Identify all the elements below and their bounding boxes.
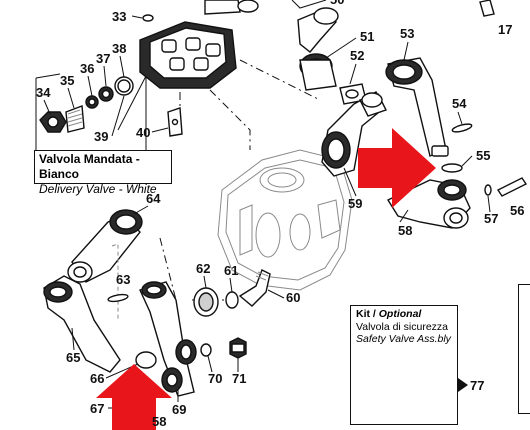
label-40: 40: [136, 125, 150, 140]
label-38: 38: [112, 41, 126, 56]
label-66: 66: [90, 371, 104, 386]
label-52: 52: [350, 48, 364, 63]
oring-63: [107, 293, 129, 303]
label-58: 58: [398, 223, 412, 238]
label-50: 50: [330, 0, 344, 7]
label-63: 63: [116, 272, 130, 287]
safety-valve-kit-box: Kit / Optional Valvola di sicurezza Safe…: [350, 305, 458, 425]
label-33: 33: [112, 9, 126, 24]
label-71: 71: [232, 371, 246, 386]
delivery-manifold-upper: [297, 7, 339, 91]
kit-title-italic: Optional: [375, 308, 422, 320]
bolt-17: [479, 0, 495, 17]
label-34: 34: [36, 85, 51, 100]
leader-50: [291, 0, 327, 9]
label-61: 61: [224, 263, 238, 278]
bracket-line: [117, 75, 147, 131]
oring-66: [135, 351, 157, 369]
fitting-62: [193, 287, 219, 317]
label-60: 60: [286, 290, 300, 305]
label-56: 56: [510, 203, 524, 218]
assembly-line: [239, 59, 321, 101]
label-70: 70: [208, 371, 222, 386]
label-77: 77: [470, 378, 484, 393]
label-65: 65: [66, 350, 80, 365]
callout-title-en: Delivery Valve - White: [39, 182, 157, 196]
oring-55: [441, 163, 463, 173]
label-35: 35: [60, 73, 74, 88]
kit-title-bold: Kit /: [356, 308, 376, 320]
kit-desc-en: Safety Valve Ass.bly: [356, 333, 451, 345]
washer-57: [484, 184, 492, 196]
oring-61: [225, 291, 239, 309]
assembly-line: [209, 89, 251, 150]
label-59: 59: [348, 196, 362, 211]
delivery-valve-callout: Valvola Mandata - Bianco Delivery Valve …: [34, 150, 172, 196]
red-arrow-right-icon: [358, 128, 436, 208]
label-57: 57: [484, 211, 498, 226]
bolt-56: [496, 177, 528, 197]
valve-housing-block: [139, 0, 259, 89]
label-53: 53: [400, 26, 414, 41]
side-frame: [518, 284, 530, 414]
suction-manifold-64: [67, 209, 143, 283]
oring-70: [200, 343, 212, 357]
red-arrow-up-icon: [96, 364, 172, 430]
suction-manifold-65: [43, 275, 121, 373]
manifold-pipe-main: [321, 91, 387, 177]
label-39: 39: [94, 129, 108, 144]
suction-elbow-69: [139, 281, 197, 397]
callout-title-it: Valvola Mandata - Bianco: [39, 152, 140, 181]
label-69: 69: [172, 402, 186, 417]
kit-title: Kit / Optional: [356, 308, 451, 321]
manifold-pipe-53: [385, 57, 449, 157]
pointer-triangle-icon: [458, 378, 468, 392]
label-17: 17: [498, 22, 512, 37]
pump-head-ghost: [217, 149, 353, 291]
oring-54: [451, 123, 473, 133]
plug-71: [229, 337, 247, 359]
label-55: 55: [476, 148, 490, 163]
label-62: 62: [196, 261, 210, 276]
label-68: 58: [152, 414, 166, 429]
label-67: 67: [90, 401, 104, 416]
label-54: 54: [452, 96, 467, 111]
delivery-valve-parts: [39, 76, 134, 133]
washer-33: [142, 14, 154, 22]
label-36: 36: [80, 61, 94, 76]
label-37: 37: [96, 51, 110, 66]
bracket-line: [35, 73, 61, 79]
kit-desc-it: Valvola di sicurezza: [356, 320, 449, 333]
label-64: 64: [146, 191, 161, 206]
elbow-60: [238, 269, 271, 307]
label-51: 51: [360, 29, 374, 44]
